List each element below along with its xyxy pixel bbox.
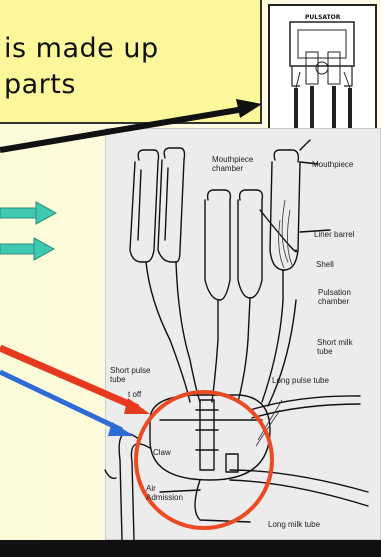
label-air-admission: Air Admission xyxy=(146,484,183,502)
left-teatcup-outer-right xyxy=(146,162,158,262)
label-liner-barrel: Liner barrel xyxy=(314,230,354,239)
left-teatcup2-outer-right xyxy=(176,160,184,262)
label-pulsation-chamber: Pulsation chamber xyxy=(318,288,351,306)
label-mouthpiece-chamber: Mouthpiece chamber xyxy=(212,155,253,173)
label-short-milk-tube: Short milk tube xyxy=(317,338,353,356)
label-shell: Shell xyxy=(316,260,334,269)
label-claw: Claw xyxy=(153,448,171,457)
claw-highlight-circle xyxy=(136,392,272,528)
bottom-bar xyxy=(0,540,381,557)
label-long-milk-tube: Long milk tube xyxy=(268,520,320,529)
left-teatcup-outer-left xyxy=(130,162,146,262)
cyan-arrows xyxy=(0,202,56,260)
label-short-pulse-tube: Short pulse tube xyxy=(110,366,150,384)
title-arrow xyxy=(0,108,250,150)
label-shut-off: t off xyxy=(128,390,141,399)
label-mouthpiece: Mouthpiece xyxy=(312,160,353,169)
label-long-pulse-tube: Long pulse tube xyxy=(272,376,329,385)
